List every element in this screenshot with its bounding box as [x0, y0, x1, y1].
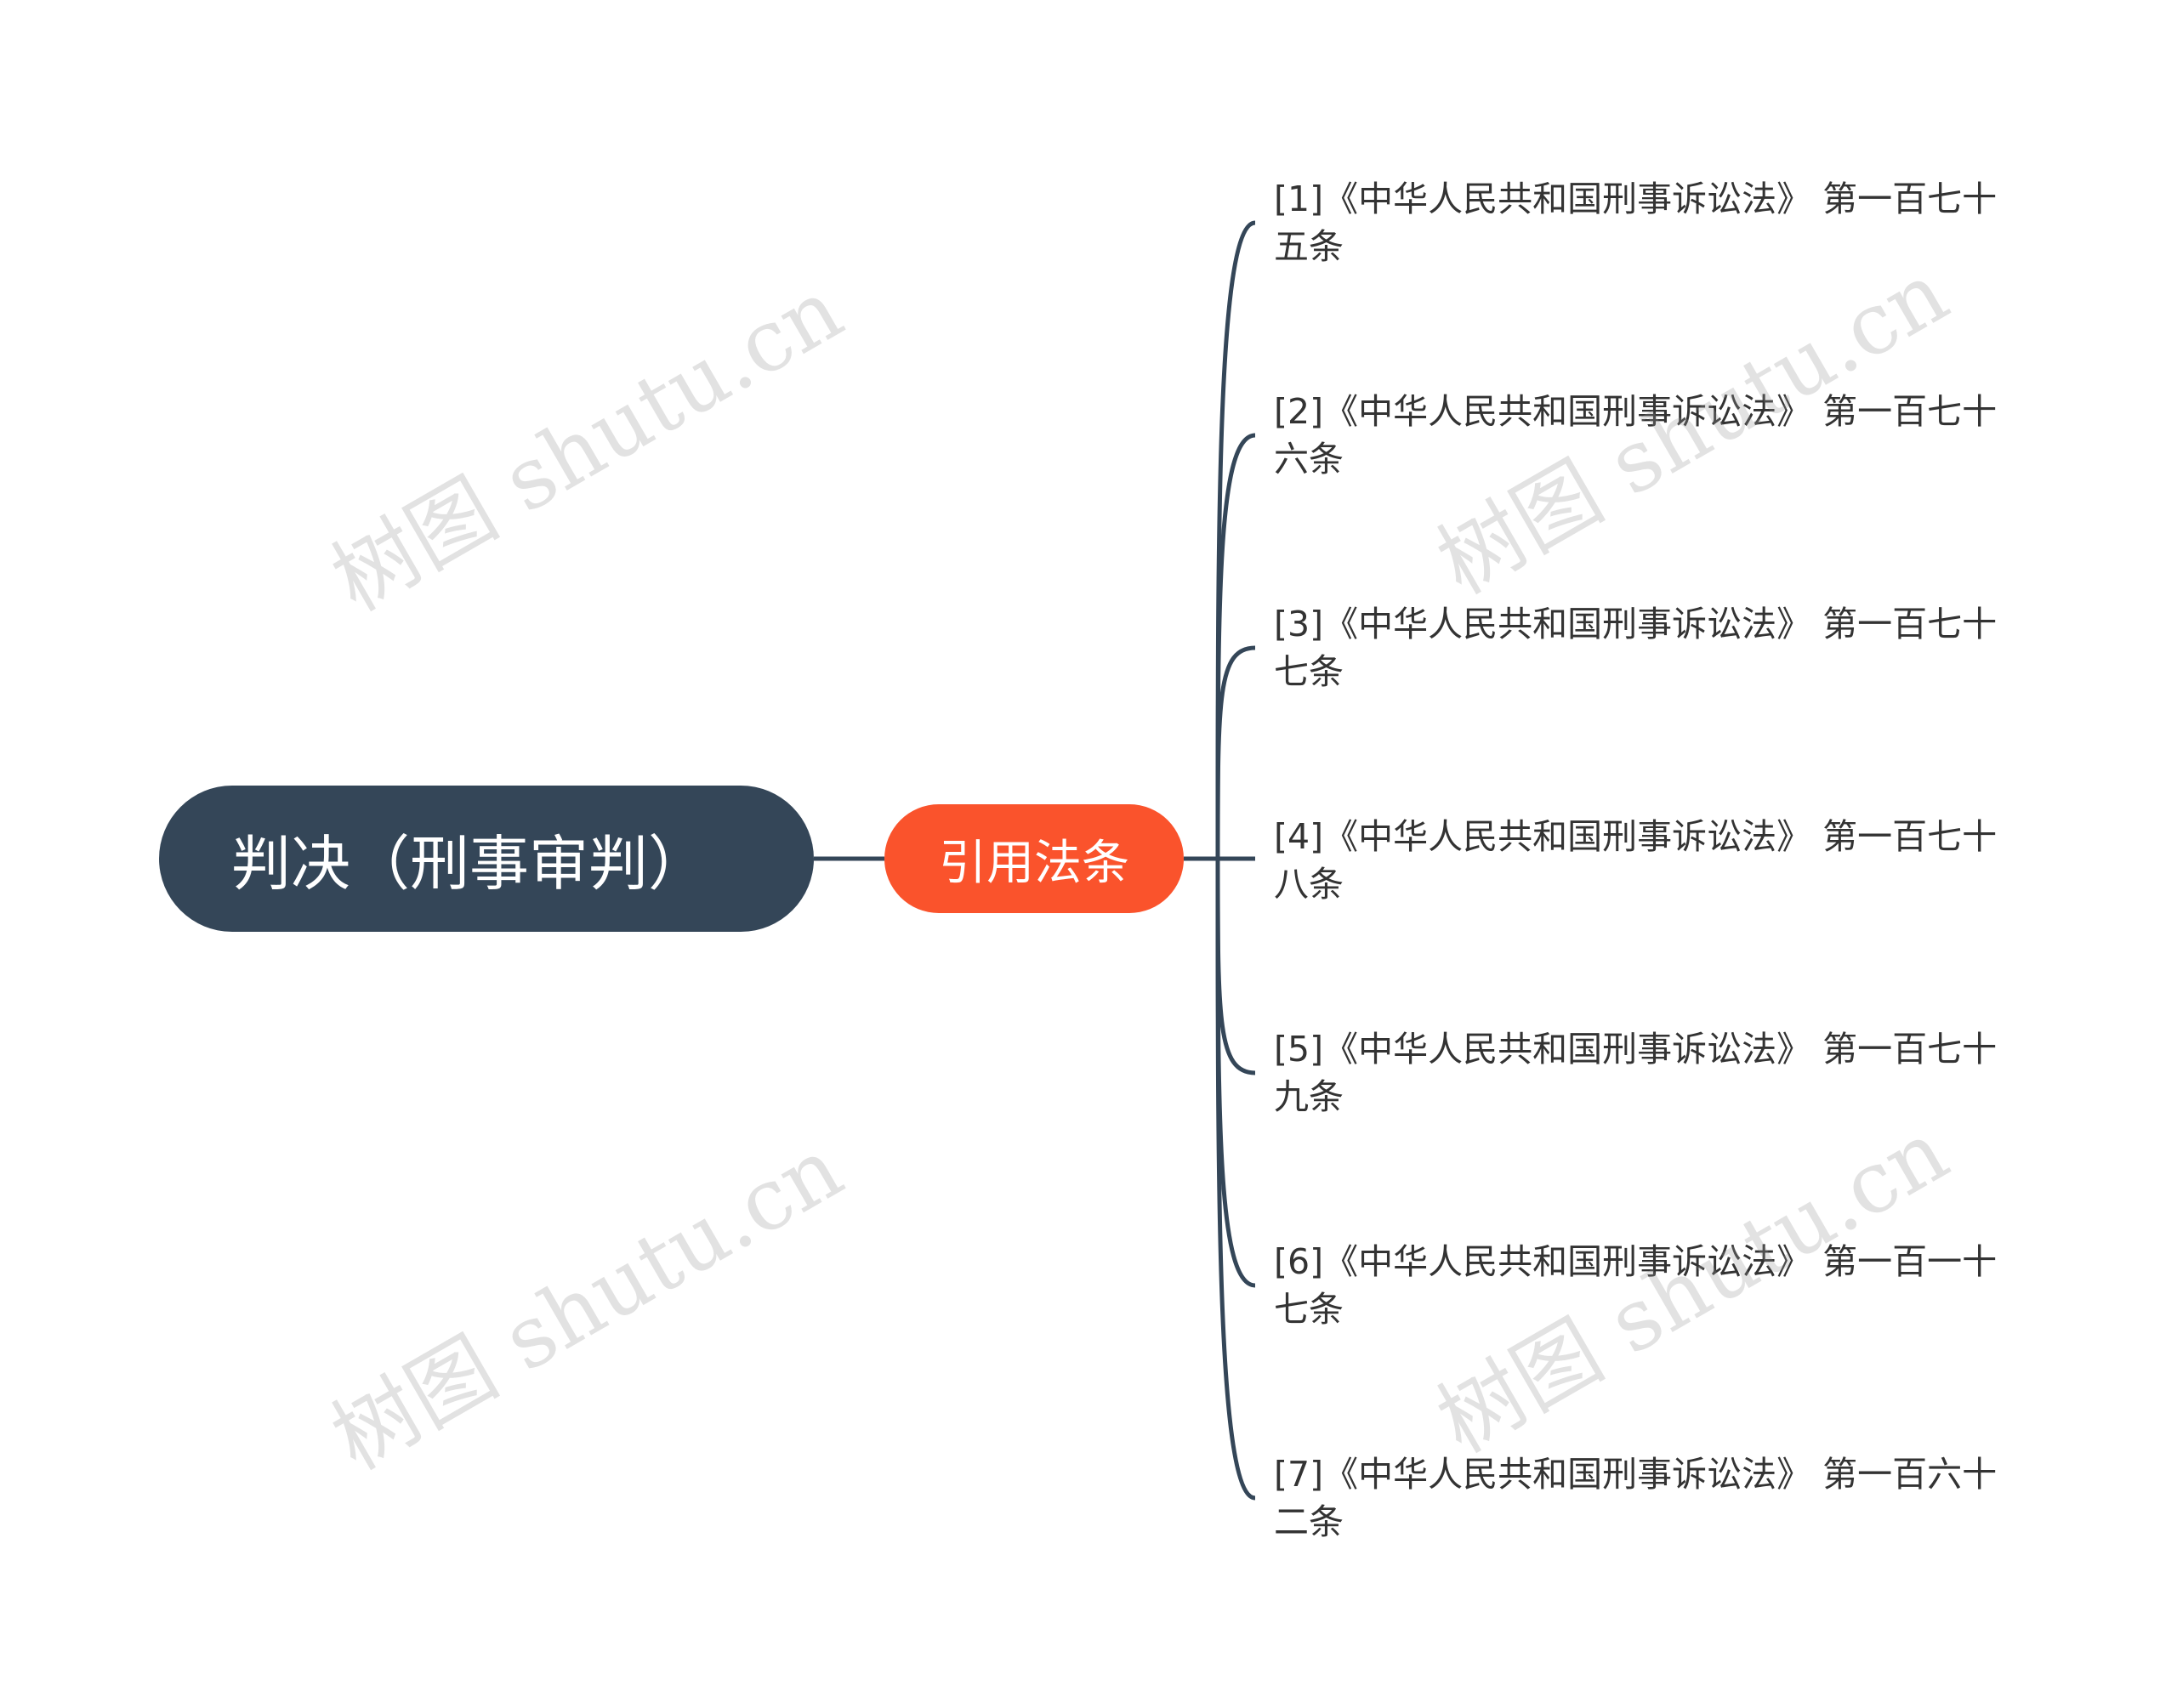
leaf-node-label: [6]《中华人民共和国刑事诉讼法》 第一百一十七条	[1274, 1241, 1998, 1330]
leaf-node-label: [2]《中华人民共和国刑事诉讼法》 第一百七十六条	[1274, 391, 1998, 479]
leaf-node-6[interactable]: [6]《中华人民共和国刑事诉讼法》 第一百一十七条	[1274, 1238, 2022, 1333]
leaf-node-7[interactable]: [7]《中华人民共和国刑事诉讼法》 第一百六十二条	[1274, 1450, 2022, 1546]
leaf-node-label: [7]《中华人民共和国刑事诉讼法》 第一百六十二条	[1274, 1454, 1998, 1542]
leaf-node-1[interactable]: [1]《中华人民共和国刑事诉讼法》 第一百七十五条	[1274, 175, 2022, 270]
leaf-node-label: [1]《中华人民共和国刑事诉讼法》 第一百七十五条	[1274, 179, 1998, 267]
leaf-connector-7	[1215, 858, 1256, 1501]
leaf-node-label: [5]《中华人民共和国刑事诉讼法》 第一百七十九条	[1274, 1029, 1998, 1117]
root-node[interactable]: 判决（刑事审判）	[159, 786, 814, 932]
leaf-connector-3	[1215, 645, 1256, 860]
leaf-node-4[interactable]: [4]《中华人民共和国刑事诉讼法》 第一百七十八条	[1274, 813, 2022, 908]
leaf-node-label: [4]《中华人民共和国刑事诉讼法》 第一百七十八条	[1274, 816, 1998, 905]
branch-node-label: 引用法条	[939, 835, 1129, 891]
leaf-connector-5	[1215, 858, 1256, 1075]
root-node-label: 判决（刑事审判）	[231, 828, 708, 899]
leaf-node-2[interactable]: [2]《中华人民共和国刑事诉讼法》 第一百七十六条	[1274, 388, 2022, 483]
leaf-node-label: [3]《中华人民共和国刑事诉讼法》 第一百七十七条	[1274, 604, 1998, 692]
leaf-node-3[interactable]: [3]《中华人民共和国刑事诉讼法》 第一百七十七条	[1274, 600, 2022, 695]
branch-node-cited-laws[interactable]: 引用法条	[884, 804, 1184, 913]
leaf-node-5[interactable]: [5]《中华人民共和国刑事诉讼法》 第一百七十九条	[1274, 1025, 2022, 1121]
